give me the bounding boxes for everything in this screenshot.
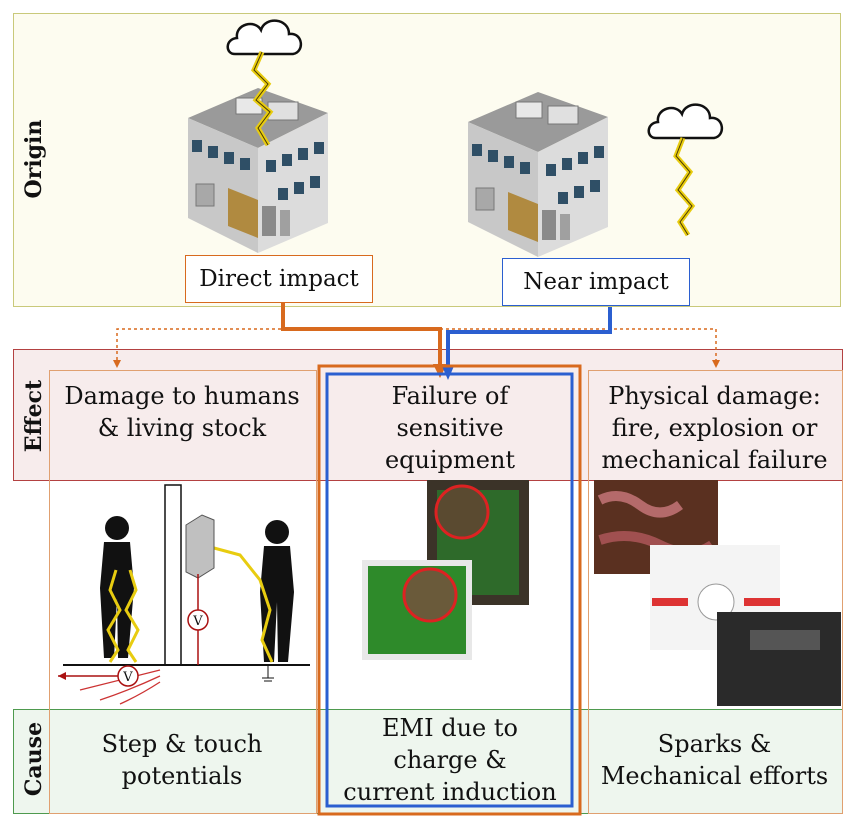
near-impact-box: Near impact [502, 258, 690, 306]
cause-emi-text: EMI due to charge & current induction [343, 714, 557, 806]
effect-band [13, 349, 843, 481]
burnt-terminal-photo [717, 612, 841, 706]
person-icon [213, 520, 294, 663]
circuit-board-photo [362, 560, 472, 660]
lightning-cloud-icon [647, 103, 724, 237]
voltmeter-symbol: V [122, 670, 133, 685]
voltmeter-symbol: V [192, 614, 203, 629]
direct-impact-box: Direct impact [185, 255, 373, 303]
cause-step-touch-text: Step & touch potentials [101, 730, 263, 790]
effect-equipment-text: Failure of sensitive equipment [384, 382, 516, 474]
column-humans [49, 370, 317, 814]
building-icon [467, 91, 609, 258]
direct-impact-label: Direct impact [199, 266, 359, 292]
origin-band [13, 13, 841, 307]
person-icon [100, 516, 140, 663]
voltmeter-icon [117, 665, 139, 687]
near-impact-label: Near impact [523, 269, 669, 295]
building-icon [187, 87, 329, 254]
effect-humans-text: Damage to humans & living stock [64, 382, 300, 442]
lightning-cloud-icon [226, 19, 303, 147]
effect-physical-text: Physical damage: fire, explosion or mech… [601, 382, 828, 474]
cause-sparks-text: Sparks & Mechanical efforts [600, 730, 829, 790]
voltmeter-icon [187, 609, 209, 631]
